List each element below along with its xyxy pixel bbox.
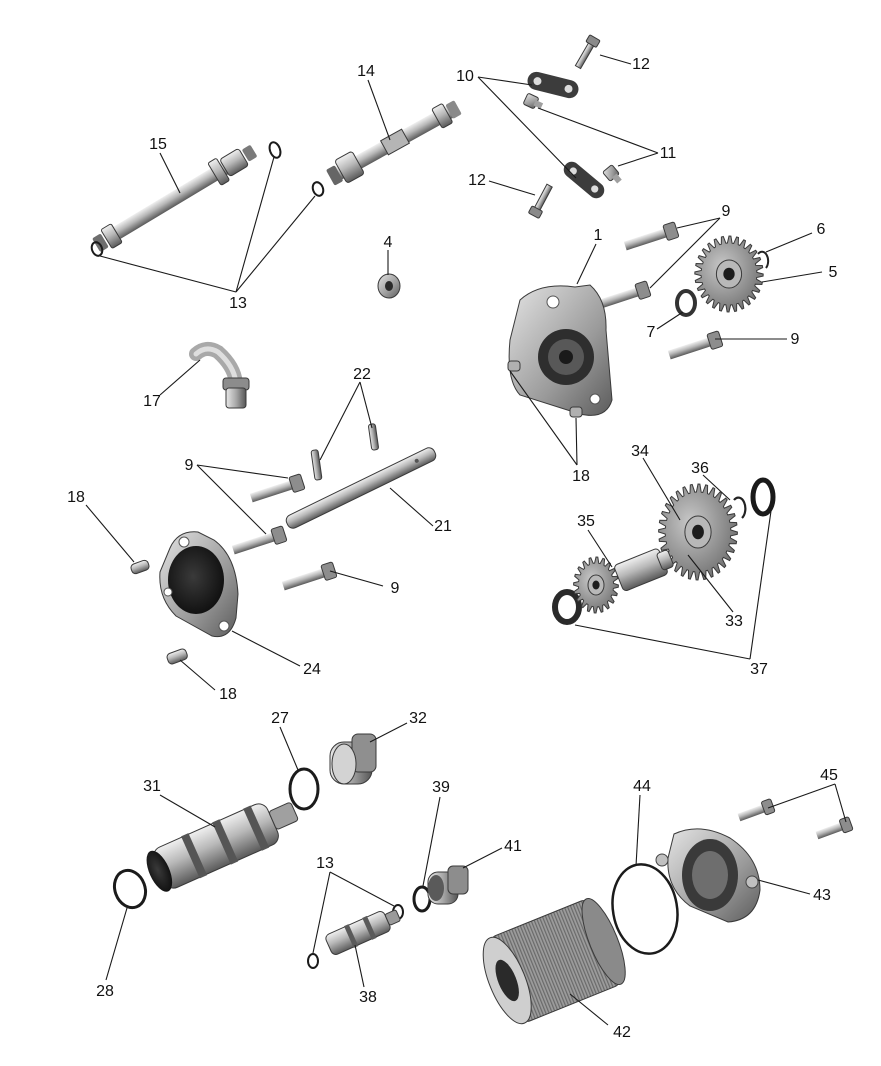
callout-33: 33 — [725, 613, 743, 630]
plug-41 — [427, 865, 469, 905]
circlip-6 — [757, 250, 770, 269]
callout-18-right: 18 — [572, 468, 590, 485]
washer-37 — [552, 477, 776, 625]
pump-body-1 — [507, 284, 613, 418]
plate-10 — [527, 71, 605, 199]
bolt-12 — [528, 34, 601, 219]
callout-27: 27 — [271, 710, 289, 727]
o-ring-44 — [611, 863, 679, 955]
callout-37: 37 — [750, 661, 768, 678]
bolt-45 — [737, 798, 854, 840]
callout-13-top: 13 — [229, 295, 247, 312]
callout-32: 32 — [409, 710, 427, 727]
o-ring-27 — [288, 767, 320, 811]
bolt-9-right — [595, 221, 724, 360]
shaft-14 — [326, 100, 462, 186]
callout-39: 39 — [432, 779, 450, 796]
o-ring-28 — [112, 868, 148, 910]
callout-31: 31 — [143, 778, 161, 795]
callout-34: 34 — [631, 443, 649, 460]
callout-21: 21 — [434, 518, 452, 535]
callout-12-left: 12 — [468, 172, 486, 189]
washer-4 — [377, 273, 401, 299]
valve-38 — [325, 909, 401, 955]
callout-14: 14 — [357, 63, 375, 80]
callout-18-bottom: 18 — [219, 686, 237, 703]
callout-9-bottom: 9 — [391, 580, 400, 597]
gear-33 — [658, 483, 738, 581]
callout-1: 1 — [594, 227, 603, 244]
callout-11: 11 — [660, 145, 677, 162]
callout-10: 10 — [456, 68, 474, 85]
callout-35: 35 — [577, 513, 595, 530]
callout-36: 36 — [691, 460, 709, 477]
callout-28: 28 — [96, 983, 114, 1000]
callout-45: 45 — [820, 767, 838, 784]
callout-22: 22 — [353, 366, 371, 383]
gear-5 — [694, 235, 764, 313]
callout-7: 7 — [647, 324, 656, 341]
callout-38: 38 — [359, 989, 377, 1006]
gear-shaft-35 — [614, 548, 674, 592]
callout-4: 4 — [384, 234, 393, 251]
callout-9-left: 9 — [185, 457, 194, 474]
cover-24 — [159, 531, 239, 638]
callout-9-right: 9 — [791, 331, 800, 348]
callout-5: 5 — [829, 264, 838, 281]
callout-41: 41 — [504, 838, 522, 855]
gear-35 — [573, 556, 619, 614]
callout-labels: 1 4 5 6 7 9 9 9 9 10 11 12 12 13 13 14 1… — [67, 56, 838, 1041]
valve-31 — [146, 802, 299, 892]
elbow-pipe-17 — [189, 342, 250, 409]
callout-42: 42 — [613, 1024, 631, 1041]
dowel-18 — [130, 559, 188, 665]
shaft-15 — [92, 145, 257, 252]
bolt-11 — [523, 93, 622, 184]
callout-18-left: 18 — [67, 489, 85, 506]
callout-6: 6 — [817, 221, 826, 238]
filter-cover-43 — [655, 828, 761, 923]
callout-44: 44 — [633, 778, 651, 795]
filter-42 — [482, 898, 626, 1025]
shaft-21 — [285, 447, 437, 529]
o-ring-13 — [90, 141, 325, 257]
fitting-32 — [329, 733, 377, 785]
callout-15: 15 — [149, 136, 167, 153]
circlip-36 — [733, 496, 747, 519]
callout-9-top: 9 — [722, 203, 731, 220]
callout-12-top: 12 — [632, 56, 650, 73]
callout-24: 24 — [303, 661, 321, 678]
callout-17: 17 — [143, 393, 161, 410]
leader-lines — [85, 54, 847, 1026]
bolt-9-left — [231, 473, 338, 591]
pin-22 — [310, 423, 379, 481]
washer-7 — [675, 289, 697, 317]
callout-13-bottom: 13 — [316, 855, 334, 872]
callout-43: 43 — [813, 887, 831, 904]
